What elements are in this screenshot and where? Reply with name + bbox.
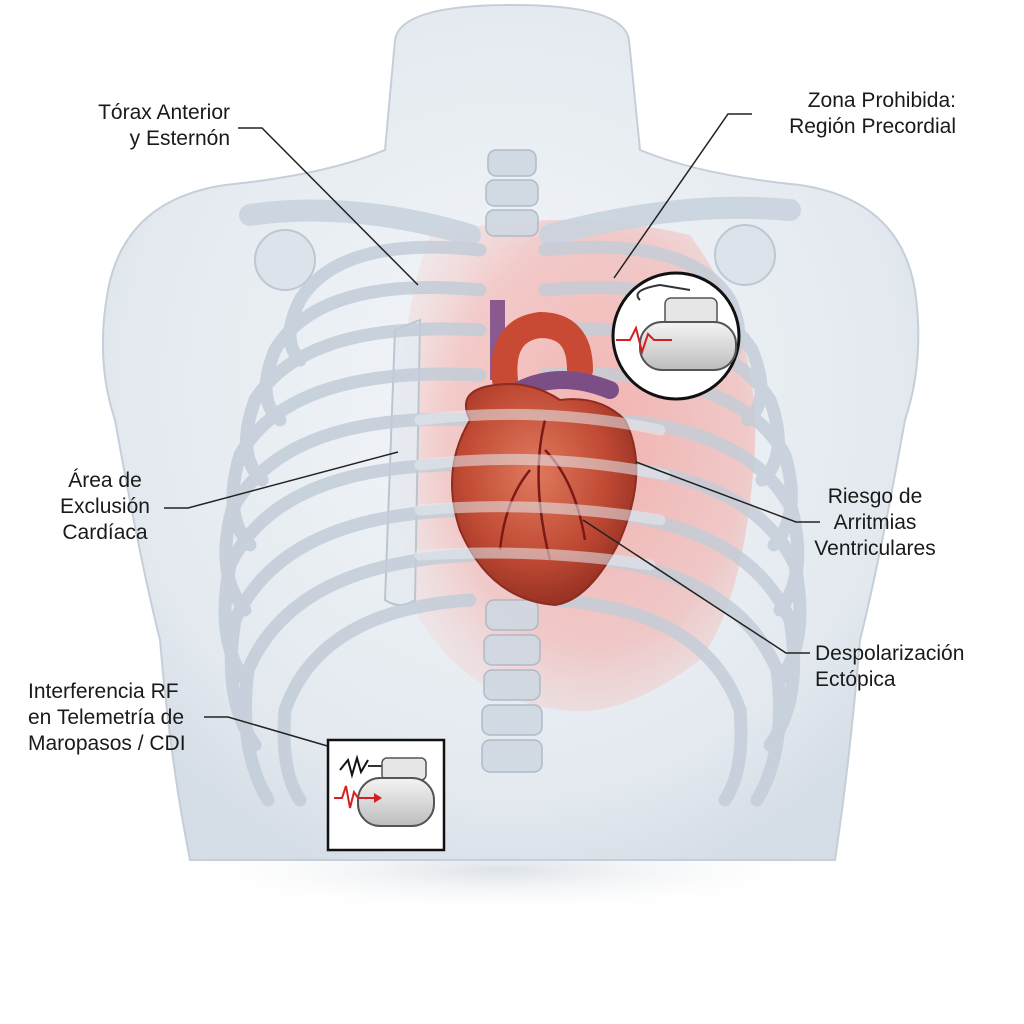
ribs-overlay — [414, 408, 671, 571]
label-area-line1: Área de — [68, 469, 142, 492]
ecg-arrow-head — [374, 793, 382, 803]
label-interferencia: Interferencia RF en Telemetría de Maropa… — [28, 679, 208, 757]
label-riesgo: Riesgo de Arritmias Ventriculares — [800, 484, 950, 562]
label-torax-line1: Tórax Anterior — [98, 101, 230, 124]
label-torax-line2: y Esternón — [129, 127, 230, 150]
pacemaker-lead-wire — [636, 283, 691, 301]
label-riesgo-line2: Arritmias — [833, 511, 917, 534]
pacemaker-interference-icon — [357, 777, 435, 827]
label-despolarizacion-line2: Ectópica — [815, 668, 896, 691]
label-area-line3: Cardíaca — [62, 521, 148, 544]
label-interferencia-line1: Interferencia RF — [28, 680, 179, 703]
rf-zigzag-icon — [339, 754, 369, 779]
pacemaker-header-box — [381, 757, 427, 781]
label-zona-line2: Región Precordial — [789, 115, 956, 138]
leader-lines — [164, 113, 820, 753]
label-torax: Tórax Anterior y Esternón — [60, 100, 230, 152]
interference-box — [326, 738, 446, 852]
ecg-line-box — [334, 785, 374, 809]
leader-riesgo — [635, 461, 820, 523]
shoulder-left — [254, 229, 316, 291]
clavicle-right — [539, 196, 801, 246]
label-zona-line1: Zona Prohibida: — [807, 89, 956, 112]
label-area-line2: Exclusión — [60, 495, 150, 518]
label-area: Área de Exclusión Cardíaca — [40, 468, 170, 546]
leader-area — [164, 451, 399, 509]
shoulder-right — [714, 224, 776, 286]
aortic-arch — [491, 311, 593, 393]
label-interferencia-line3: Maropasos / CDI — [28, 732, 186, 755]
pacemaker-icon — [639, 321, 737, 371]
leader-zona — [613, 113, 752, 279]
label-riesgo-line3: Ventriculares — [814, 537, 936, 560]
label-despolarizacion: Despolarización Ectópica — [815, 641, 985, 693]
leader-despolarizacion — [582, 519, 810, 654]
label-despolarizacion-line1: Despolarización — [815, 642, 965, 665]
ecg-line-circle — [616, 325, 672, 356]
leader-torax — [238, 127, 419, 286]
ribs-left — [218, 240, 487, 807]
leader-interferencia — [204, 716, 349, 753]
clavicle-left — [239, 199, 481, 246]
spine — [481, 149, 543, 773]
label-interferencia-line2: en Telemetría de — [28, 706, 185, 729]
label-riesgo-line1: Riesgo de — [827, 485, 923, 508]
pacemaker-circle-inset — [611, 271, 741, 401]
label-zona: Zona Prohibida: Región Precordial — [740, 88, 956, 140]
